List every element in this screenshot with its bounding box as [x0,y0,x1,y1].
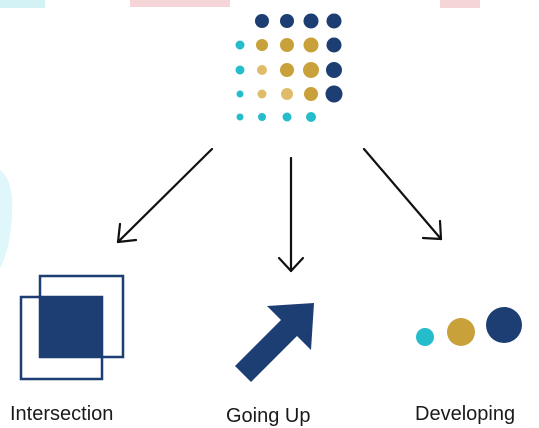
dot-matrix-icon [235,13,343,122]
arrow-to-going-up [277,156,305,273]
intersecting-squares-icon [19,274,125,381]
label-developing: Developing [415,403,516,425]
top-decoration [0,0,480,8]
label-going-up: Going Up [226,405,311,427]
up-right-arrow-icon [235,303,314,382]
left-glow [0,170,13,268]
growing-dots-icon [416,307,522,346]
arrow-to-developing [362,147,443,241]
arrow-to-intersection [116,147,214,244]
label-intersection: Intersection [10,403,114,425]
